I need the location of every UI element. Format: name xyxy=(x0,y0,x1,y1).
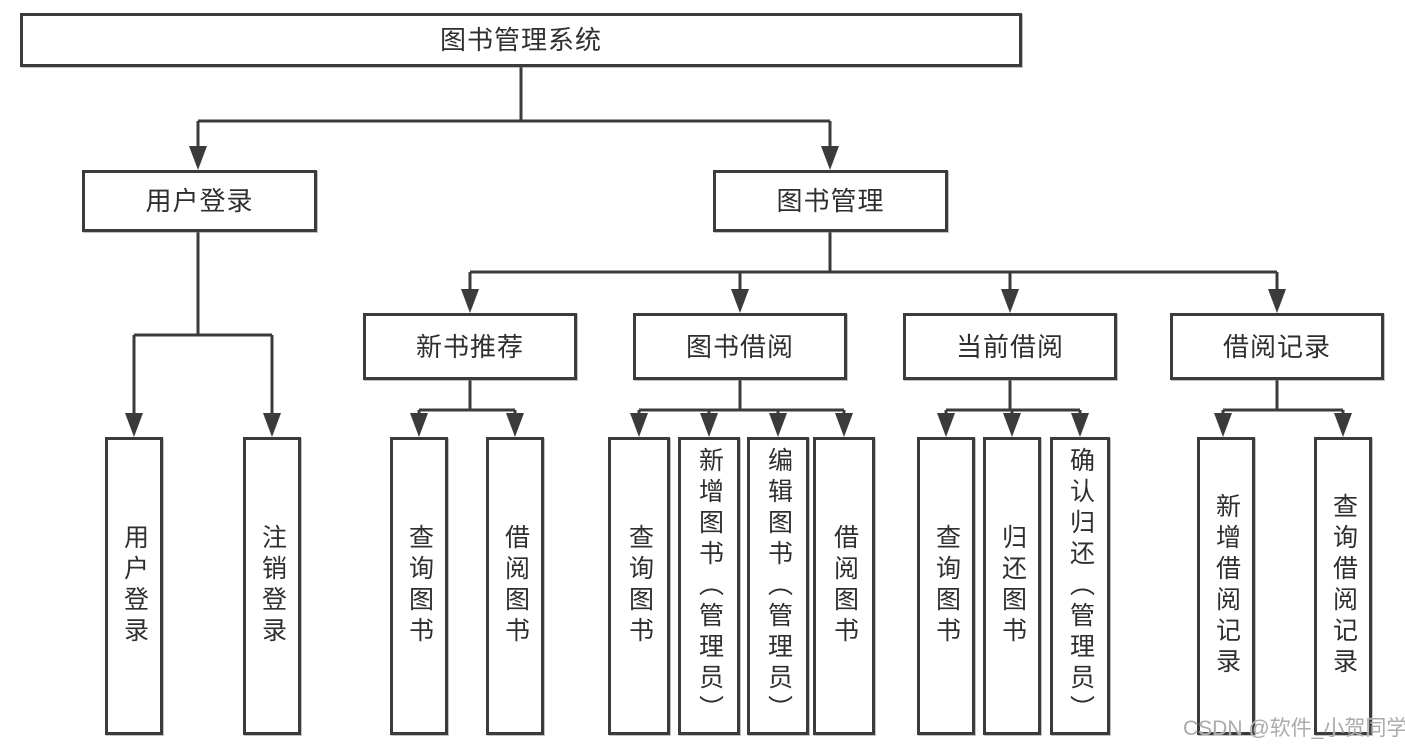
connector-root xyxy=(196,67,832,150)
arrow-down-icon xyxy=(410,413,428,437)
connector-borrow xyxy=(637,380,846,416)
node-book-management: 图书管理 xyxy=(713,170,948,232)
connector-management xyxy=(468,232,1279,292)
node-new-book-recommend: 新书推荐 xyxy=(363,313,577,380)
arrow-down-icon xyxy=(700,413,718,437)
csdn-watermark: CSDN @软件_小贺同学 xyxy=(1183,717,1405,740)
arrow-down-icon xyxy=(461,289,479,313)
node-user-login: 用户登录 xyxy=(82,170,317,232)
node-root: 图书管理系统 xyxy=(20,13,1022,67)
leaf-borrow-books: 借阅图书 xyxy=(813,437,875,735)
arrow-down-icon xyxy=(1003,413,1021,437)
arrow-down-icon xyxy=(263,413,281,437)
arrow-down-icon xyxy=(1001,289,1019,313)
arrow-down-icon xyxy=(821,146,839,170)
arrow-down-icon xyxy=(630,413,648,437)
leaf-edit-books-admin: 编辑图书（管理员） xyxy=(747,437,809,735)
node-current-borrow: 当前借阅 xyxy=(903,313,1117,380)
arrow-down-icon xyxy=(506,413,524,437)
leaf-borrow-books: 借阅图书 xyxy=(486,437,544,735)
arrow-down-icon xyxy=(1214,413,1232,437)
arrow-down-icon xyxy=(731,289,749,313)
connector-records xyxy=(1221,380,1345,416)
arrow-down-icon xyxy=(189,146,207,170)
connector-recommend xyxy=(417,380,517,416)
node-borrow-records: 借阅记录 xyxy=(1170,313,1384,380)
leaf-return-books: 归还图书 xyxy=(983,437,1041,735)
arrow-down-icon xyxy=(835,413,853,437)
node-book-borrow: 图书借阅 xyxy=(633,313,847,380)
leaf-query-books: 查询图书 xyxy=(608,437,670,735)
connector-login xyxy=(132,232,274,416)
leaf-confirm-return-admin: 确认归还（管理员） xyxy=(1050,437,1110,735)
leaf-query-borrow-record: 查询借阅记录 xyxy=(1314,437,1372,735)
arrow-down-icon xyxy=(769,413,787,437)
arrow-down-icon xyxy=(125,413,143,437)
leaf-add-borrow-record: 新增借阅记录 xyxy=(1197,437,1255,735)
leaf-add-books-admin: 新增图书（管理员） xyxy=(678,437,740,735)
arrow-down-icon xyxy=(937,413,955,437)
arrow-down-icon xyxy=(1268,289,1286,313)
arrow-down-icon xyxy=(1334,413,1352,437)
leaf-user-login: 用户登录 xyxy=(105,437,163,735)
connector-current xyxy=(944,380,1082,416)
leaf-query-books: 查询图书 xyxy=(390,437,448,735)
leaf-logout: 注销登录 xyxy=(243,437,301,735)
arrow-down-icon xyxy=(1071,413,1089,437)
leaf-query-books: 查询图书 xyxy=(917,437,975,735)
